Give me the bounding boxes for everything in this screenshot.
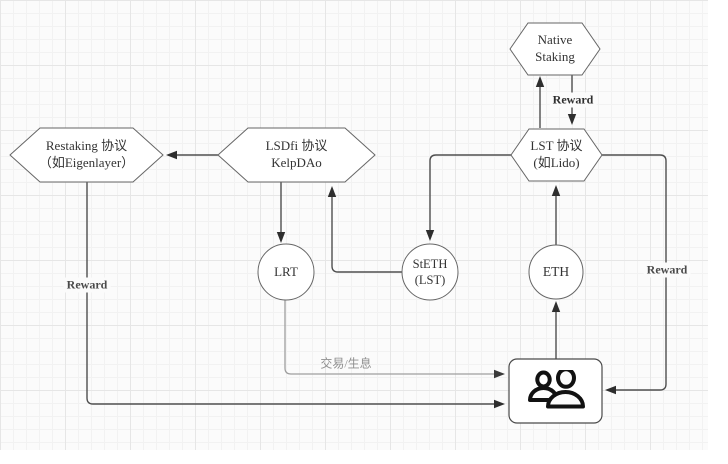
native-staking-label-line1: Native (537, 32, 573, 48)
canvas-right-margin (708, 0, 728, 464)
edge-lrt-to-users-trade (284, 300, 495, 375)
edge-label-reward-right: Reward (643, 262, 691, 278)
node-native-staking[interactable]: Native Staking (510, 23, 600, 75)
edges (86, 75, 667, 405)
arrowhead-left-restaking (166, 150, 177, 160)
lsdfi-protocol-label-line2: KelpDAo (271, 155, 322, 170)
node-users[interactable] (509, 359, 602, 423)
lst-protocol-label-line2: (如Lido) (533, 155, 580, 170)
edge-lst-to-steth (429, 154, 512, 231)
node-steth-token[interactable]: StETH (LST) (402, 244, 458, 300)
arrowhead-down-lst (567, 114, 577, 125)
lst-protocol-hexagon (510, 128, 603, 182)
node-restaking-protocol[interactable]: Restaking 协议 （如Eigenlayer） (10, 128, 163, 182)
arrowhead-up-eth (551, 301, 561, 312)
edge-steth-to-lsdfi (331, 196, 402, 273)
lsdfi-protocol-hexagon (217, 127, 376, 183)
edge-label-reward-left: Reward (63, 277, 111, 293)
arrowhead-right-users-upper (494, 369, 505, 379)
restaking-protocol-label-line2: （如Eigenlayer） (38, 155, 135, 170)
steth-label-line2: (LST) (414, 273, 446, 287)
lsdfi-protocol-label-line1: LSDfi 协议 (265, 138, 328, 154)
eth-circle (528, 244, 584, 300)
arrowhead-up-native (535, 76, 545, 87)
node-eth-token[interactable]: ETH (529, 245, 583, 299)
arrowhead-left-users (605, 385, 616, 395)
edge-restaking-to-users-reward (86, 182, 495, 405)
arrowheads (166, 76, 616, 409)
eth-label: ETH (542, 264, 570, 280)
canvas-bottom-margin (0, 450, 728, 464)
steth-circle (401, 243, 459, 301)
arrowhead-up-lsdfi (327, 186, 337, 197)
node-shapes (9, 22, 603, 424)
arrowhead-right-users-lower (494, 399, 505, 409)
arrowhead-up-lst (551, 185, 561, 196)
node-lsdfi-protocol[interactable]: LSDfi 协议 KelpDAo (218, 128, 375, 182)
native-staking-hexagon (509, 22, 601, 76)
restaking-protocol-label-line1: Restaking 协议 (45, 138, 128, 154)
edge-label-reward-top: Reward (549, 92, 597, 108)
lst-protocol-label-line1: LST 协议 (530, 138, 583, 154)
edge-label-trade-or-yield: 交易/生息 (320, 356, 372, 371)
restaking-protocol-hexagon (9, 127, 164, 183)
lrt-circle (257, 243, 315, 301)
arrowhead-down-lrt (276, 232, 286, 243)
node-lst-protocol[interactable]: LST 协议 (如Lido) (511, 129, 602, 181)
steth-label-line1: StETH (412, 256, 448, 271)
users-icon (527, 370, 585, 409)
lrt-label: LRT (274, 263, 298, 279)
native-staking-label-line2: Staking (535, 49, 575, 64)
node-lrt-token[interactable]: LRT (258, 244, 314, 300)
arrowhead-down-steth (425, 230, 435, 241)
